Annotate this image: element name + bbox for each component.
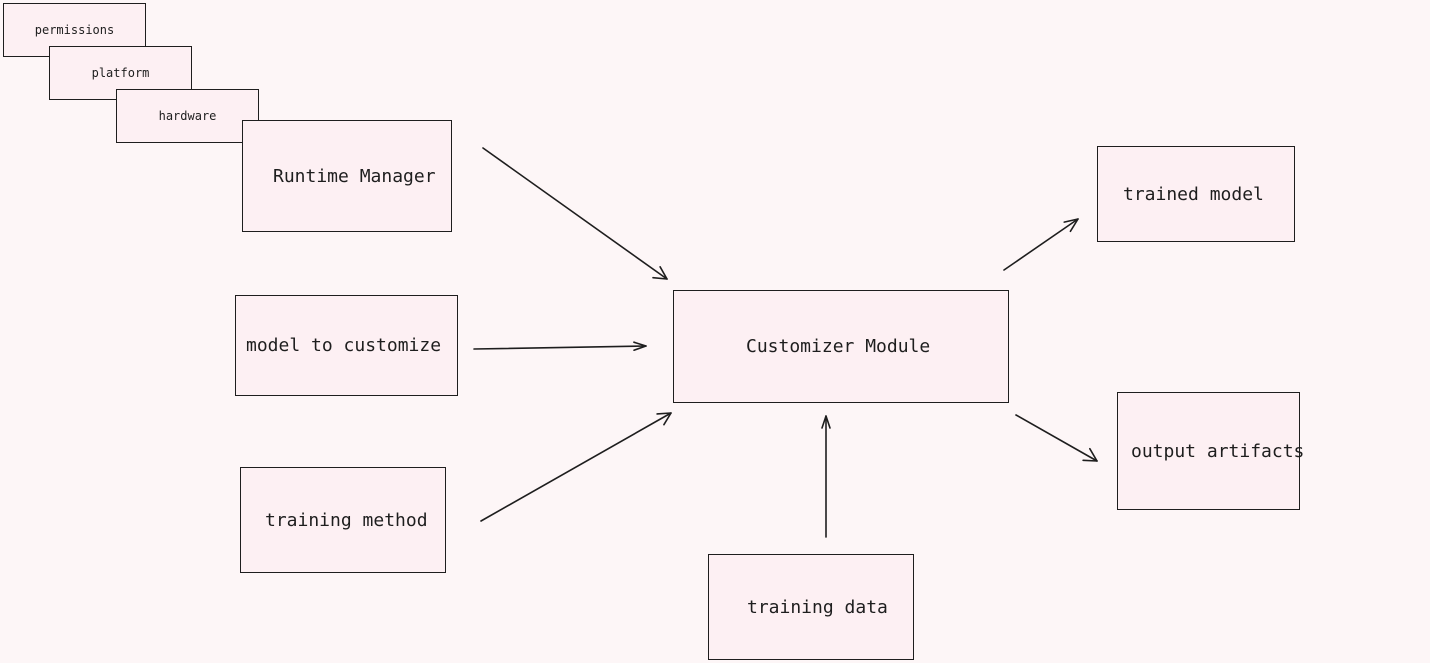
hardware-card: hardware bbox=[116, 89, 259, 143]
training-method-label: training method bbox=[265, 509, 428, 531]
training-data-label: training data bbox=[747, 596, 888, 618]
arrow-customizer-to-output-artifacts bbox=[1015, 414, 1098, 462]
customizer-module-label: Customizer Module bbox=[746, 336, 931, 357]
arrow-customizer-to-trained-model bbox=[1003, 218, 1079, 271]
trained-model-box: trained model bbox=[1097, 146, 1295, 242]
hardware-label: hardware bbox=[158, 109, 217, 123]
model-to-customize-label: model to customize bbox=[246, 335, 442, 356]
arrow-data-to-customizer bbox=[821, 415, 831, 538]
customizer-module-box: Customizer Module bbox=[673, 290, 1009, 403]
model-to-customize-box: model to customize bbox=[235, 295, 458, 396]
training-data-box: training data bbox=[708, 554, 914, 660]
permissions-label: permissions bbox=[34, 23, 115, 37]
runtime-manager-box: Runtime Manager bbox=[242, 120, 452, 232]
arrow-runtime-to-customizer bbox=[482, 147, 668, 280]
platform-label: platform bbox=[91, 66, 150, 80]
runtime-manager-label: Runtime Manager bbox=[273, 165, 436, 187]
training-method-box: training method bbox=[240, 467, 446, 573]
output-artifacts-label: output artifacts bbox=[1131, 440, 1305, 462]
arrow-model-to-customizer bbox=[473, 341, 647, 352]
output-artifacts-box: output artifacts bbox=[1117, 392, 1304, 510]
trained-model-label: trained model bbox=[1123, 183, 1264, 205]
arrow-method-to-customizer bbox=[480, 412, 672, 522]
